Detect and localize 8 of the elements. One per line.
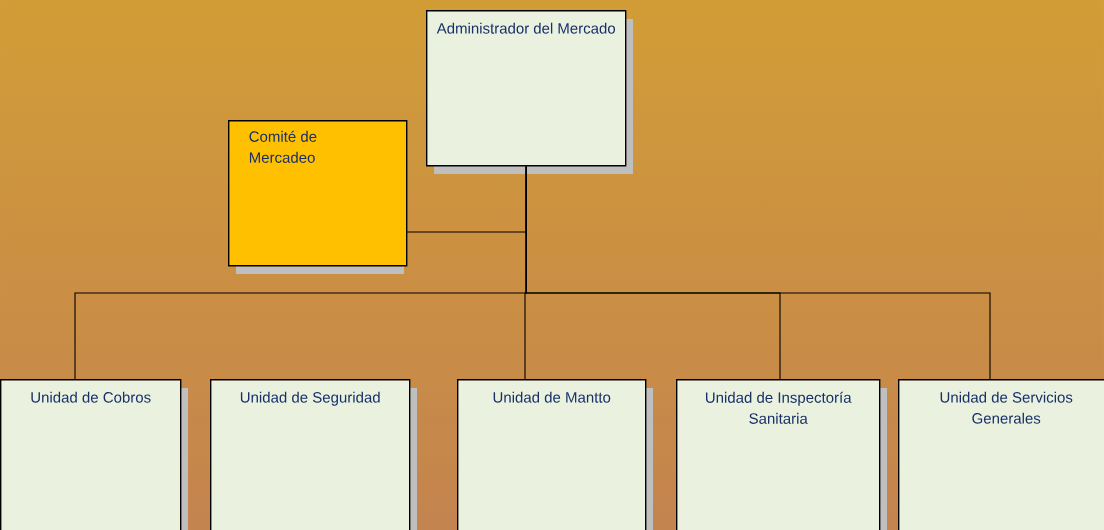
connector-line — [525, 165, 991, 380]
unit-box: Unidad de Cobros — [0, 379, 188, 530]
administrator-box: Administrador del Mercado — [426, 10, 633, 174]
unit-box: Unidad de Inspectoría Sanitaria — [676, 379, 887, 530]
unit-box: Unidad de Mantto — [457, 379, 653, 530]
unit-box: Unidad de Servicios Generales — [898, 379, 1104, 530]
committee-box: Comité de Mercadeo — [228, 120, 408, 274]
unit-box: Unidad de Seguridad — [210, 379, 417, 530]
